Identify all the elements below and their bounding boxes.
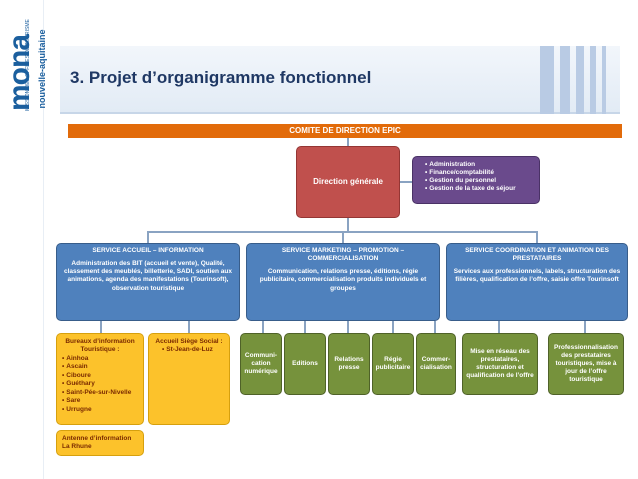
bureau-item: •Ainhoa: [62, 354, 89, 362]
sub-regie-publicitaire: Régie publicitaire: [372, 333, 414, 395]
service-marketing-box: SERVICE MARKETING – PROMOTION – COMMERCI…: [246, 243, 440, 321]
logo-subtitle: MISSION DES OFFICES DE TOURISME: [25, 19, 31, 111]
sub-label: Commer-cialisation: [420, 355, 452, 371]
service-title: SERVICE ACCUEIL – INFORMATION: [92, 247, 204, 254]
title-band: [60, 46, 620, 114]
logo-strip: mona MISSION DES OFFICES DE TOURISME nou…: [0, 0, 47, 479]
service-description: Services aux professionnels, labels, str…: [453, 268, 621, 284]
logo-region: nouvelle-aquitaine: [37, 29, 47, 109]
service-description: Communication, relations presse, édition…: [259, 268, 427, 292]
bureau-item: •Ascain: [62, 363, 88, 371]
siege-list: •St-Jean-de-Luz: [154, 346, 224, 354]
service-description: Administration des BIT (accueil et vente…: [64, 260, 232, 292]
sub-mise-en-reseau: Mise en réseau des prestataires, structu…: [462, 333, 538, 395]
title-decor-bar: [560, 46, 570, 114]
connector: [347, 218, 349, 232]
admin-item: •Administration: [425, 161, 476, 168]
siege-social-box: Accueil Siège Social : •St-Jean-de-Luz: [148, 333, 230, 425]
title-decor-bar: [590, 46, 596, 114]
sub-communication-numerique: Communi-cation numérique: [240, 333, 282, 395]
connector: [147, 231, 149, 243]
antenne-line1: Antenne d’information: [62, 435, 132, 442]
admin-item: •Finance/comptabilité: [425, 169, 494, 177]
connector: [400, 181, 412, 183]
connector: [347, 321, 349, 333]
sub-relations-presse: Relations presse: [328, 333, 370, 395]
sub-label: Régie publicitaire: [375, 355, 411, 371]
direction-generale-box: Direction générale: [296, 146, 400, 218]
sub-label: Relations presse: [334, 355, 364, 371]
connector: [342, 231, 344, 243]
connector: [392, 321, 394, 333]
admin-list: •Administration •Finance/comptabilité •G…: [425, 161, 533, 194]
bureaux-information-box: Bureaux d’information Touristique : •Ain…: [56, 333, 144, 425]
bureau-item: •Saint-Pée-sur-Nivelle: [62, 388, 132, 396]
sub-label: Communi-cation numérique: [244, 351, 278, 376]
sub-label: Professionnalisation des prestataires to…: [554, 343, 618, 384]
title-decor-bar: [576, 46, 584, 114]
siege-title: Accueil Siège Social :: [155, 338, 223, 345]
admin-functions-box: •Administration •Finance/comptabilité •G…: [412, 156, 540, 204]
direction-label: Direction générale: [313, 177, 383, 186]
antenne-line2: La Rhune: [62, 443, 92, 451]
connector: [434, 321, 436, 333]
siege-item: •St-Jean-de-Luz: [162, 346, 213, 354]
sub-label: Editions: [292, 359, 318, 367]
bureau-item: •Urrugne: [62, 405, 92, 413]
logo-wordmark: mona: [3, 34, 36, 111]
admin-item: •Gestion de la taxe de séjour: [425, 185, 516, 193]
connector: [347, 138, 349, 146]
connector: [262, 321, 264, 333]
page-title: 3. Projet d’organigramme fonctionnel: [70, 68, 372, 87]
service-coordination-box: SERVICE COORDINATION ET ANIMATION DES PR…: [446, 243, 628, 321]
sub-commercialisation: Commer-cialisation: [416, 333, 456, 395]
sub-editions: Editions: [284, 333, 326, 395]
bureaux-title: Bureaux d’information Touristique :: [65, 338, 135, 354]
service-accueil-box: SERVICE ACCUEIL – INFORMATION Administra…: [56, 243, 240, 321]
bureaux-list: •Ainhoa •Ascain •Ciboure •Guéthary •Sain…: [62, 355, 138, 414]
sub-professionnalisation: Professionnalisation des prestataires to…: [548, 333, 624, 395]
bureau-item: •Sare: [62, 397, 81, 405]
service-title: SERVICE COORDINATION ET ANIMATION DES PR…: [465, 247, 609, 263]
connector: [304, 321, 306, 333]
connector: [100, 321, 102, 333]
bureau-item: •Guéthary: [62, 380, 95, 388]
connector: [188, 321, 190, 333]
title-decor-bar: [540, 46, 554, 114]
admin-item: •Gestion du personnel: [425, 177, 497, 185]
bureau-item: •Ciboure: [62, 371, 91, 379]
connector: [584, 321, 586, 333]
antenne-information-box: Antenne d’information La Rhune: [56, 430, 144, 456]
title-decor-bar: [602, 46, 606, 114]
sub-label: Mise en réseau des prestataires, structu…: [466, 347, 534, 380]
connector: [536, 231, 538, 243]
connector: [498, 321, 500, 333]
comite-direction-bar: COMITE DE DIRECTION EPIC: [68, 124, 622, 138]
service-title: SERVICE MARKETING – PROMOTION – COMMERCI…: [281, 247, 405, 263]
